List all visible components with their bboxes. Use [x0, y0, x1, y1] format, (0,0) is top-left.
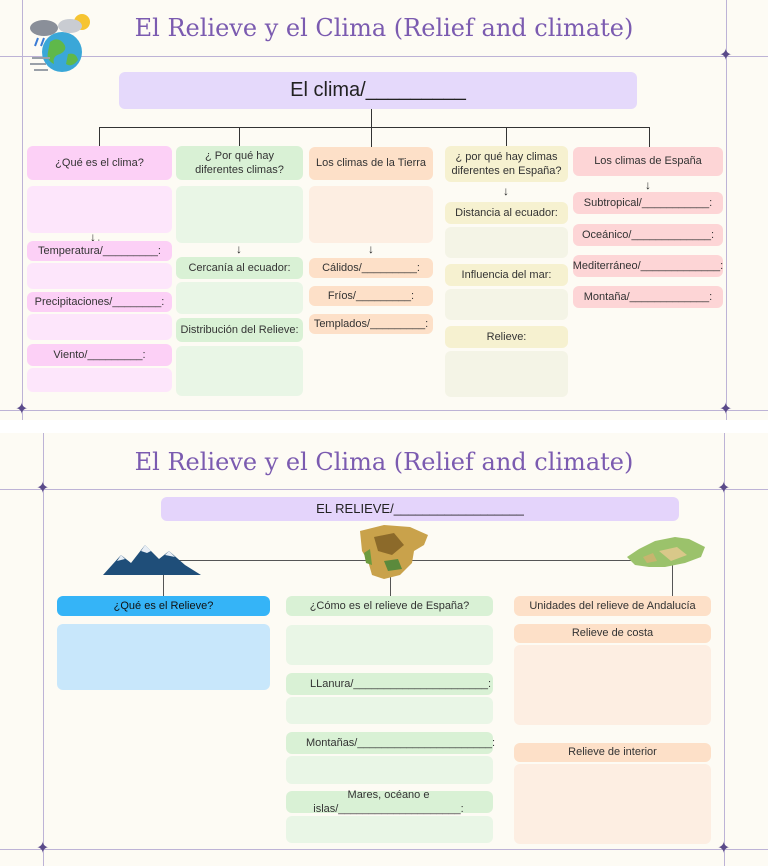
- answer-area[interactable]: [286, 816, 493, 843]
- sparkle-icon: ✦: [15, 401, 29, 418]
- slide-clima: ✦ ✦ ✦ El Relieve y el Clima (Relief and …: [0, 0, 768, 420]
- page-title: El Relieve y el Clima (Relief and climat…: [134, 14, 634, 42]
- calidos-label: Cálidos/_________:: [309, 258, 433, 278]
- connector-line: [371, 127, 372, 147]
- sparkle-icon: ✦: [36, 480, 50, 497]
- relieve-label: Relieve:: [445, 326, 568, 348]
- mediterraneo-label: Mediterráneo/_____________:: [573, 255, 723, 277]
- sparkle-icon: ✦: [717, 480, 731, 497]
- mares-oceano-islas-label: Mares, océano e islas/__________________…: [286, 789, 493, 815]
- sparkle-icon: ✦: [36, 840, 50, 857]
- llanura-label: LLanura/______________________:: [286, 673, 493, 695]
- grid-line: [0, 410, 768, 411]
- por-que-climas-espana-header: ¿ por qué hay climas diferentes en Españ…: [445, 146, 568, 182]
- answer-area[interactable]: [27, 263, 172, 289]
- relieve-costa-label: Relieve de costa: [514, 624, 711, 643]
- influencia-mar-label: Influencia del mar:: [445, 264, 568, 286]
- arrow-down-icon: ↓: [645, 178, 651, 192]
- weather-globe-icon: [30, 14, 90, 72]
- distribucion-relieve-label: Distribución del Relieve:: [176, 318, 303, 342]
- arrow-down-icon: ↓: [368, 242, 374, 256]
- relieve-banner: EL RELIEVE/__________________: [161, 497, 679, 521]
- que-es-clima-header: ¿Qué es el clima?: [27, 146, 172, 180]
- andalucia-map-icon: [627, 537, 705, 567]
- mountains-icon: [103, 545, 201, 575]
- temperatura-label: Temperatura/_________:: [27, 241, 172, 261]
- climas-espana-header: Los climas de España: [573, 147, 723, 176]
- answer-area[interactable]: [27, 186, 172, 233]
- answer-area[interactable]: [445, 289, 568, 320]
- grid-line: [0, 849, 768, 850]
- connector-line: [99, 127, 100, 147]
- answer-area[interactable]: [445, 351, 568, 397]
- answer-area[interactable]: [176, 346, 303, 396]
- grid-line: [0, 489, 768, 490]
- distancia-ecuador-label: Distancia al ecuador:: [445, 202, 568, 224]
- answer-area[interactable]: [176, 282, 303, 314]
- answer-area[interactable]: [286, 697, 493, 724]
- connector-line: [99, 127, 649, 128]
- answer-area[interactable]: [445, 227, 568, 258]
- frios-label: Fríos/_________:: [309, 286, 433, 306]
- answer-area[interactable]: [514, 645, 711, 725]
- answer-area[interactable]: [286, 625, 493, 665]
- connector-line: [672, 560, 673, 596]
- arrow-down-icon: ↓: [503, 184, 509, 198]
- relieve-interior-label: Relieve de interior: [514, 743, 711, 762]
- precipitaciones-label: Precipitaciones/________:: [27, 292, 172, 312]
- que-es-relieve-header: ¿Qué es el Relieve?: [57, 596, 270, 616]
- answer-area[interactable]: [286, 756, 493, 784]
- connector-line: [390, 560, 391, 596]
- como-relieve-espana-header: ¿Cómo es el relieve de España?: [286, 596, 493, 616]
- arrow-down-icon: ↓: [90, 230, 96, 244]
- slide-relieve: ✦ ✦ ✦ ✦ El Relieve y el Clima (Relief an…: [0, 433, 768, 866]
- sparkle-icon: ✦: [717, 840, 731, 857]
- spain-map-icon: [360, 525, 428, 579]
- connector-line: [239, 127, 240, 147]
- answer-area[interactable]: [514, 764, 711, 844]
- connector-line: [649, 127, 650, 147]
- answer-area[interactable]: [27, 314, 172, 340]
- unidades-relieve-andalucia-header: Unidades del relieve de Andalucía: [514, 596, 711, 616]
- viento-label: Viento/_________:: [27, 344, 172, 366]
- connector-line: [163, 560, 164, 596]
- sparkle-icon: ✦: [719, 47, 733, 64]
- page-title: El Relieve y el Clima (Relief and climat…: [134, 448, 634, 476]
- grid-line: [726, 0, 727, 420]
- montana-label: Montaña/_____________:: [573, 286, 723, 308]
- templados-label: Templados/_________:: [309, 314, 433, 334]
- grid-line: [22, 0, 23, 420]
- cercania-ecuador-label: Cercanía al ecuador:: [176, 257, 303, 279]
- oceanico-label: Oceánico/_____________:: [573, 224, 723, 246]
- connector-line: [371, 109, 372, 127]
- answer-area[interactable]: [176, 186, 303, 243]
- montanas-label: Montañas/______________________:: [286, 732, 495, 754]
- por-que-climas-header: ¿ Por qué hay diferentes climas?: [176, 146, 303, 180]
- clima-banner: El clima/_________: [119, 72, 637, 109]
- answer-area[interactable]: [57, 624, 270, 690]
- grid-line: [43, 433, 44, 866]
- climas-tierra-header: Los climas de la Tierra: [309, 147, 433, 180]
- connector-line: [163, 560, 673, 561]
- arrow-down-icon: ↓: [236, 242, 242, 256]
- sparkle-icon: ✦: [719, 401, 733, 418]
- grid-line: [0, 56, 768, 57]
- answer-area[interactable]: [309, 186, 433, 243]
- answer-area[interactable]: [27, 368, 172, 392]
- connector-line: [506, 127, 507, 147]
- grid-line: [724, 433, 725, 866]
- subtropical-label: Subtropical/___________:: [573, 192, 723, 214]
